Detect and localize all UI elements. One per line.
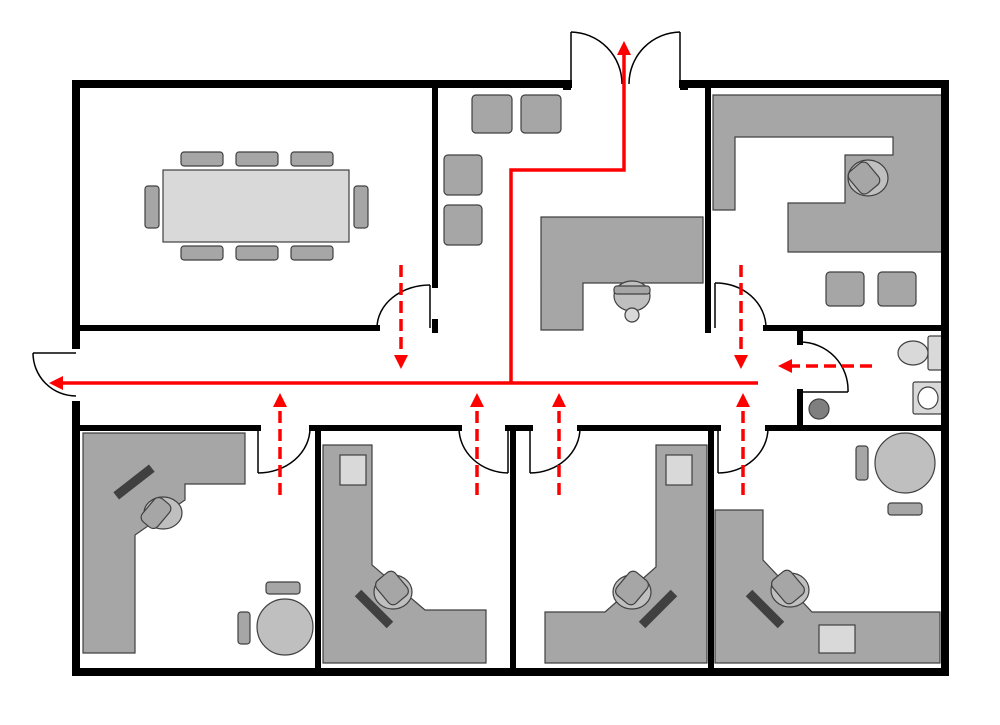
office-chair xyxy=(612,570,652,610)
printer xyxy=(665,454,693,486)
printer xyxy=(339,454,367,486)
office-southwest-door xyxy=(257,427,311,474)
corner-desk xyxy=(322,444,487,664)
manager-office-door xyxy=(714,282,767,329)
office-southwest xyxy=(82,432,314,656)
exit-jamb xyxy=(563,80,571,90)
chair xyxy=(144,151,369,261)
conference-door xyxy=(376,284,431,329)
outer-wall xyxy=(72,80,572,349)
interior-walls xyxy=(77,85,945,671)
west-corridor-door xyxy=(32,352,77,397)
evacuation-routes xyxy=(49,41,758,390)
furniture-layer xyxy=(82,94,944,664)
computer xyxy=(354,589,394,629)
conference-room xyxy=(144,151,369,261)
office-chair xyxy=(770,569,810,608)
manager-office xyxy=(712,94,944,307)
reception-desk xyxy=(540,216,704,331)
corner-desk xyxy=(544,444,708,664)
corner-desk xyxy=(712,94,944,253)
doors xyxy=(32,31,849,474)
route-main-exit xyxy=(509,41,631,383)
visitor-chair xyxy=(825,271,917,307)
restroom xyxy=(808,335,944,420)
office-chair xyxy=(847,159,889,197)
round-table xyxy=(855,432,936,516)
waste-bin xyxy=(808,398,830,420)
office-south-2 xyxy=(544,444,708,664)
sink xyxy=(912,381,944,415)
office-southeast-door xyxy=(717,427,769,474)
office-chair xyxy=(613,280,651,323)
toilet xyxy=(897,335,944,371)
office-south-1 xyxy=(322,444,487,664)
computer xyxy=(745,589,785,629)
computer xyxy=(638,589,678,629)
office-chair xyxy=(373,570,413,610)
reception-lobby xyxy=(443,94,704,331)
office-south-2-door xyxy=(529,427,581,474)
office-south-1-door xyxy=(458,427,509,474)
feeder-routes xyxy=(273,265,872,495)
round-table xyxy=(237,581,314,656)
conference-table xyxy=(162,169,350,243)
printer xyxy=(818,624,856,654)
outer-wall xyxy=(72,80,949,676)
restroom-door xyxy=(799,341,849,393)
waiting-chair xyxy=(443,94,562,246)
corner-desk xyxy=(714,509,941,664)
main-entrance-double-door xyxy=(570,31,681,85)
walls xyxy=(72,80,949,676)
office-southeast xyxy=(714,432,941,664)
corner-desk xyxy=(82,432,246,654)
computer xyxy=(113,464,155,500)
office-chair xyxy=(140,496,183,530)
exit-jamb xyxy=(680,80,688,90)
